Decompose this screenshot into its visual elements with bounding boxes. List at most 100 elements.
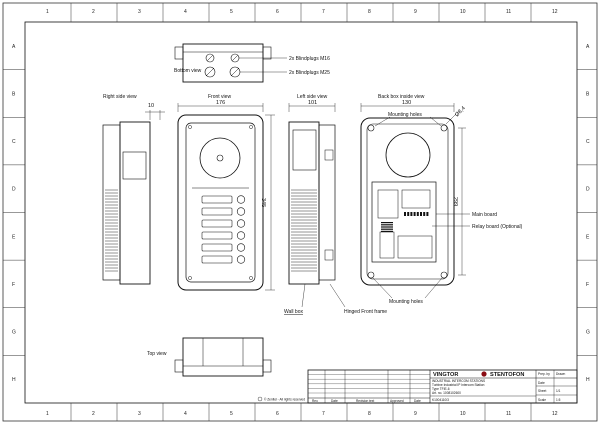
back-box-inner [366, 123, 449, 280]
mounting-hole-bl [367, 271, 375, 279]
camera-lens [216, 154, 224, 162]
grid-row-label-E-right: E [586, 234, 590, 240]
grid-row-label-H-left: H [12, 377, 16, 383]
terminal-strip [381, 226, 393, 228]
grid-col-label-10-bottom: 10 [460, 411, 466, 417]
back-box-outline [360, 117, 455, 286]
product-line-3: Type TFIE-6 [432, 387, 450, 391]
grid-row-label-D-left: D [12, 187, 16, 193]
left-side-box [318, 124, 336, 281]
callout-blindplugs-m16: 2x Blindplugs M16 [289, 56, 330, 62]
product-line-4: Art. no. 1008102600 [432, 391, 461, 395]
grid-col-label-5-top: 5 [230, 9, 233, 15]
top-view: Top view [147, 337, 272, 377]
brand-stentofon: STENTOFON [490, 372, 524, 378]
grid-row-label-D-right: D [586, 187, 590, 193]
col-sheet: Sheet [538, 389, 546, 393]
grid-col-label-1-top: 1 [46, 9, 49, 15]
front-inner-frame [185, 122, 256, 283]
callout-blindplugs-m25: 2x Blindplugs M25 [289, 70, 330, 76]
grid-row-label-A-left: A [12, 44, 16, 50]
col-approved: Approved [390, 399, 404, 403]
col-drawn: Drawn [556, 372, 565, 376]
name-plate [201, 207, 233, 216]
board-pin [423, 212, 426, 216]
copyright-icon [257, 396, 263, 402]
scale-label: Scale [538, 398, 546, 402]
blindplug-m16-left [205, 53, 215, 63]
left-side-body [288, 121, 320, 285]
bottom-view-outline [182, 43, 264, 83]
grid-col-label-10-top: 10 [460, 9, 466, 15]
call-button-icon [236, 243, 246, 252]
speaker-grille [199, 137, 241, 179]
top-view-outline [182, 337, 264, 377]
col-rev: Rev. [312, 399, 318, 403]
name-plate [201, 195, 233, 204]
grid-col-label-6-top: 6 [276, 9, 279, 15]
col-date3: Date [538, 381, 545, 385]
brand-logo-icon [481, 371, 487, 377]
right-side-view-title: Right side view [103, 94, 137, 100]
callout-wall-box: Wall box [284, 309, 303, 315]
front-view: 176 345 [177, 100, 275, 291]
bottom-view-lug-left [174, 46, 184, 60]
board-pin [426, 212, 429, 216]
name-plate [201, 219, 233, 228]
terminal-strip [381, 222, 393, 224]
grid-col-label-7-top: 7 [322, 9, 325, 15]
product-line-1: INDUSTRIAL INTERCOM STATIONS [432, 379, 485, 383]
top-view-title: Top view [147, 351, 167, 357]
front-call-buttons [201, 195, 246, 264]
dim-back-height: 299 [452, 197, 458, 206]
front-outer-frame [177, 114, 264, 291]
grid-col-label-12-top: 12 [552, 9, 558, 15]
mounting-hole-br [440, 271, 448, 279]
hinge-upper [324, 149, 334, 161]
right-side-panel [122, 151, 147, 180]
board-pin [407, 212, 410, 216]
copyright: © Zenitel - All rights reserved [264, 398, 305, 402]
hinge-lower [324, 249, 334, 261]
dim-front-width: 176 [216, 100, 225, 106]
grid-col-label-11-top: 11 [506, 9, 511, 15]
call-button-icon [236, 231, 246, 240]
grid-col-label-8-bottom: 8 [368, 411, 371, 417]
name-plate [201, 231, 233, 240]
callout-hinged-front-frame: Hinged Front frame [344, 309, 387, 315]
callout-mounting-holes-top: Mounting holes [388, 112, 422, 118]
grid-col-label-6-bottom: 6 [276, 411, 279, 417]
call-button-icon [236, 195, 246, 204]
back-view-title: Back box inside view [378, 94, 425, 100]
mounting-hole-tl [367, 124, 375, 132]
dim-front-height: 345 [260, 198, 266, 207]
back-box-view: 130 299 Ø8,4 Mounting holes Main board R… [360, 100, 523, 305]
right-side-box [102, 124, 121, 281]
grid-row-label-G-right: G [586, 330, 590, 336]
terminal-strip [381, 228, 393, 230]
left-side-fins [291, 189, 317, 272]
board-components [381, 212, 429, 232]
dim-side-depth: 101 [308, 100, 317, 106]
grid-row-label-B-left: B [12, 91, 16, 97]
bottom-view-lug-right [262, 46, 272, 60]
bottom-view: Bottom view 2x Blindplugs M16 2x Blindpl… [174, 43, 330, 83]
call-button-icon [236, 219, 246, 228]
grid-row-label-B-right: B [586, 91, 590, 97]
left-side-view-title: Left side view [297, 94, 328, 100]
scale-value: 1:5 [556, 398, 561, 402]
grid-col-label-5-bottom: 5 [230, 411, 233, 417]
callout-mounting-holes-bottom: Mounting holes [389, 299, 423, 305]
right-side-body [119, 121, 151, 285]
grid-col-label-4-top: 4 [184, 9, 187, 15]
grid-col-label-4-bottom: 4 [184, 411, 187, 417]
grid-col-label-12-bottom: 12 [552, 411, 558, 417]
grid-col-label-2-top: 2 [92, 9, 95, 15]
dim-back-width: 130 [402, 100, 411, 106]
mounting-hole-tr [440, 124, 448, 132]
drawing-number: K1004110/3 [432, 398, 449, 402]
grid-row-label-F-right: F [586, 282, 589, 288]
grid-row-label-C-left: C [12, 139, 16, 145]
